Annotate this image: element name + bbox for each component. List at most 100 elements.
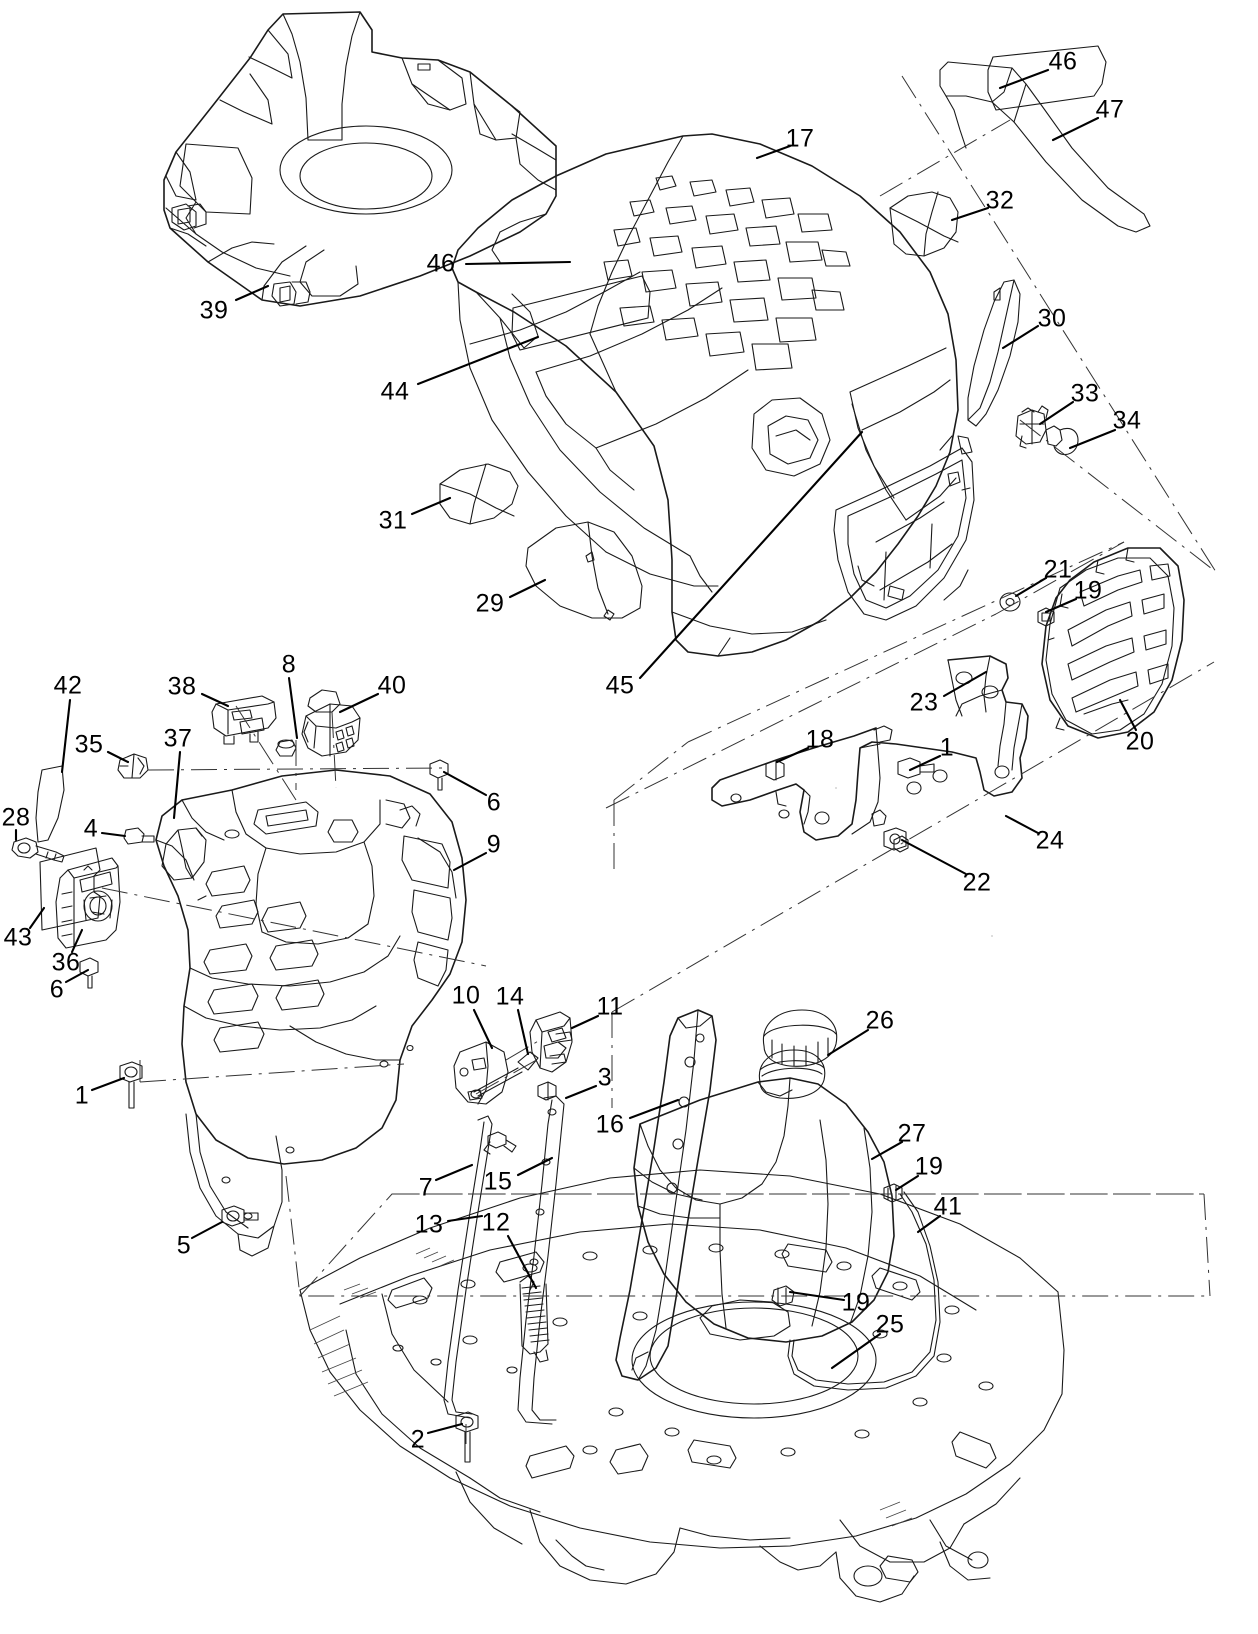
part-35-clip: [117, 753, 149, 779]
assembly-centerlines: [101, 75, 1217, 1444]
part-13-rod: [443, 1115, 493, 1419]
callout-36: 36: [51, 948, 81, 977]
part-4-pin: [123, 827, 155, 845]
part-12-spring: [519, 1275, 550, 1363]
part-41-fuel-line: [787, 1191, 941, 1391]
part-23-24-brackets: [711, 655, 1029, 937]
callout-6b: 6: [49, 975, 65, 1004]
callout-35: 35: [74, 730, 104, 759]
part-15-rod: [517, 1095, 565, 1425]
part-6-screw-a: [429, 759, 449, 791]
callout-45: 45: [605, 671, 635, 700]
callout-6a: 6: [486, 788, 502, 817]
part-37-lever-boot: [161, 827, 207, 881]
part-38-switch: [211, 695, 277, 745]
part-1-bolt-b: [897, 757, 935, 779]
callout-15: 15: [483, 1167, 513, 1196]
callout-43: 43: [3, 923, 33, 952]
part-34-bulb: [1045, 425, 1079, 456]
callout-8: 8: [281, 650, 297, 679]
callout-1b: 1: [939, 733, 955, 762]
callout-30: 30: [1037, 304, 1067, 333]
decal-46-hood: [511, 275, 651, 351]
part-5-bolt: [221, 1205, 259, 1227]
callout-38: 38: [167, 672, 197, 701]
callout-28: 28: [1, 803, 31, 832]
callout-32: 32: [985, 186, 1015, 215]
part-1-bolt-a: [119, 1061, 143, 1109]
callout-40: 40: [377, 671, 407, 700]
callout-19a: 19: [1073, 576, 1103, 605]
part-8-grommet: [275, 739, 297, 757]
callout-19c: 19: [841, 1288, 871, 1317]
callout-13: 13: [414, 1210, 444, 1239]
part-47-trim-strip: [939, 61, 1151, 233]
callout-1a: 1: [74, 1081, 90, 1110]
callout-42: 42: [53, 671, 83, 700]
cowl-lower-extension: [185, 1113, 283, 1257]
part-30-side-panel-right: [967, 279, 1021, 427]
part-16-support-rail: [615, 1009, 717, 1381]
callout-47: 47: [1095, 95, 1125, 124]
callout-2: 2: [410, 1425, 426, 1454]
part-17-hood: [451, 133, 975, 657]
callout-37: 37: [163, 724, 193, 753]
callout-5: 5: [176, 1231, 192, 1260]
callout-31: 31: [378, 506, 408, 535]
callout-34: 34: [1112, 406, 1142, 435]
part-20-front-grille: [1041, 547, 1185, 739]
callout-16: 16: [595, 1110, 625, 1139]
callout-39: 39: [199, 296, 229, 325]
callout-25: 25: [875, 1310, 905, 1339]
callout-44: 44: [380, 377, 410, 406]
callout-26: 26: [865, 1006, 895, 1035]
part-32-side-trim-right: [889, 191, 959, 257]
callout-17: 17: [785, 124, 815, 153]
callout-12: 12: [481, 1208, 511, 1237]
callout-7: 7: [418, 1173, 434, 1202]
part-9-dash-console: [155, 769, 467, 1165]
callout-14: 14: [495, 982, 525, 1011]
callout-21: 21: [1043, 555, 1073, 584]
part-27-fuel-tank: [633, 1049, 895, 1343]
callout-4: 4: [83, 814, 99, 843]
part-21-washer: [999, 592, 1021, 612]
callout-29: 29: [475, 589, 505, 618]
part-43-plate: [39, 847, 101, 931]
part-29-side-panel-left: [525, 521, 643, 621]
part-19-nut-a: [1037, 607, 1055, 627]
part-46-decal-loose: [987, 45, 1107, 111]
part-14-rod: [470, 1051, 539, 1099]
part-2-bolt: [455, 1411, 479, 1463]
part-40-connector: [301, 689, 361, 757]
part-33-lamp-socket: [1015, 405, 1049, 449]
part-22-bolt: [883, 827, 907, 851]
callout-41: 41: [933, 1192, 963, 1221]
part-39-engine-shroud: [163, 11, 557, 307]
callout-27: 27: [897, 1119, 927, 1148]
callout-9: 9: [486, 830, 502, 859]
callout-11: 11: [596, 992, 624, 1021]
callout-10: 10: [451, 981, 481, 1010]
part-6-screw-b: [79, 957, 99, 989]
part-18-spacer: [765, 759, 785, 781]
callout-18: 18: [805, 725, 835, 754]
callout-23: 23: [909, 688, 939, 717]
callout-19b: 19: [914, 1152, 944, 1181]
part-28-key: [11, 837, 65, 863]
callout-46b: 46: [1048, 47, 1078, 76]
callout-22: 22: [962, 868, 992, 897]
callout-24: 24: [1035, 826, 1065, 855]
part-11-catch: [529, 1011, 573, 1073]
chassis-frame: [299, 1169, 1065, 1603]
leader-lines: [14, 68, 1138, 1435]
callout-46a: 46: [426, 249, 456, 278]
part-36-ignition-switch: [55, 857, 121, 949]
callout-3: 3: [597, 1063, 613, 1092]
callout-33: 33: [1070, 379, 1100, 408]
part-26-fuel-cap: [762, 1009, 838, 1067]
callout-20: 20: [1125, 727, 1155, 756]
part-31-side-trim-left: [439, 463, 519, 525]
